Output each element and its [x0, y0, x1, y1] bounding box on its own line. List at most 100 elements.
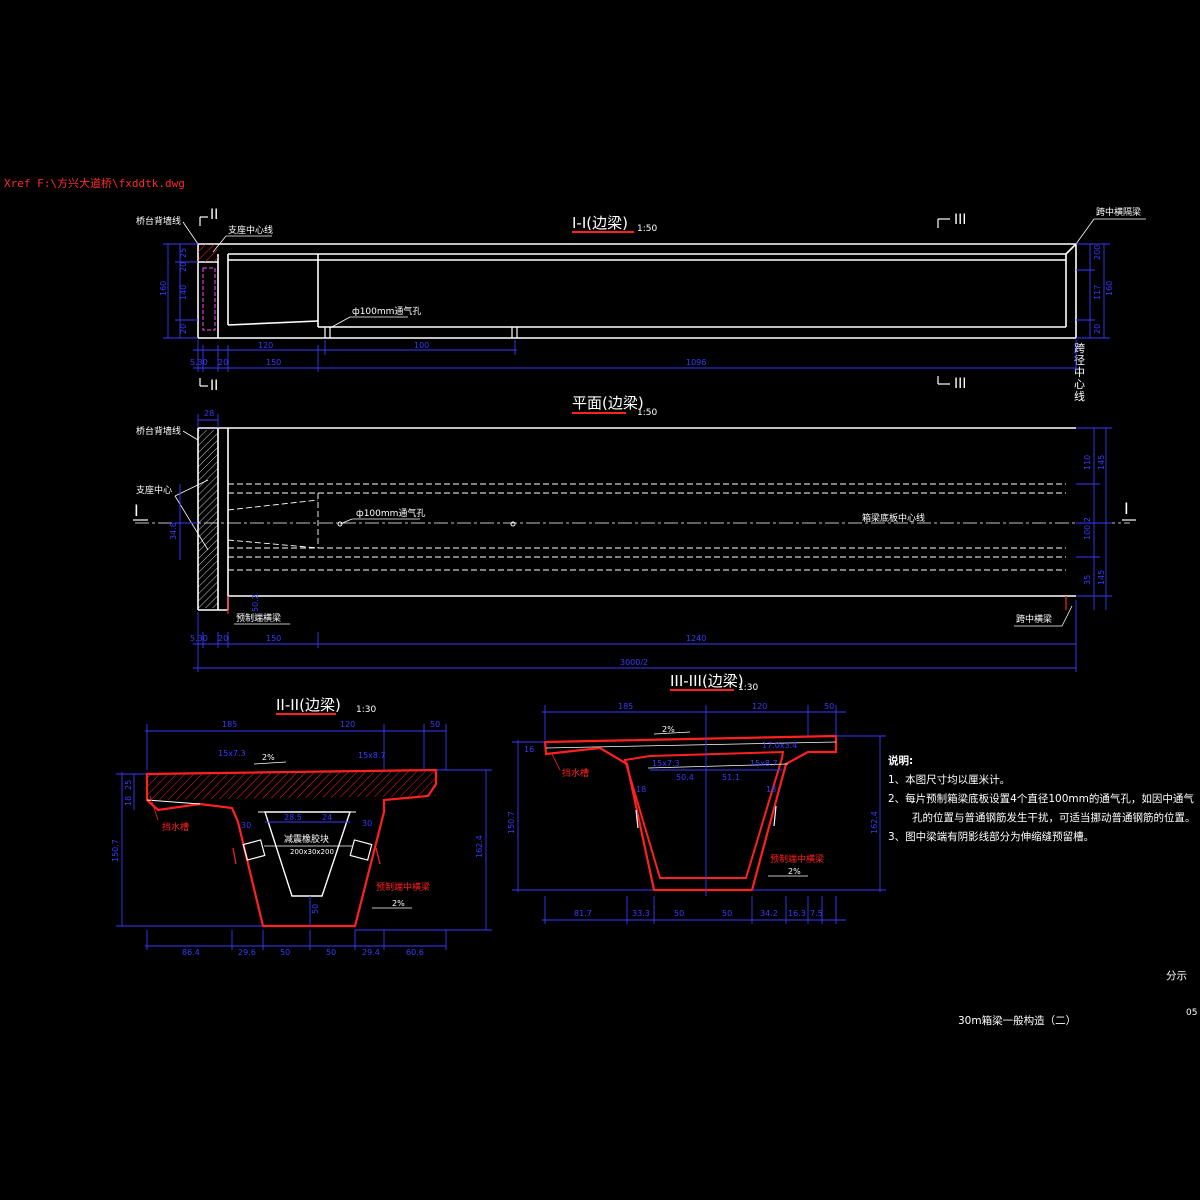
titleblock-sheet-no: 05 — [1186, 1008, 1198, 1018]
svg-text:15x7.3: 15x7.3 — [218, 749, 246, 758]
notes-line-3: 3、图中梁端有阴影线部分为伸缩缝预留槽。 — [888, 831, 1095, 843]
svg-text:50: 50 — [430, 720, 440, 729]
label-midspan-diaphragm: 跨中横隔梁 — [1096, 206, 1141, 218]
svg-text:50: 50 — [722, 909, 732, 918]
label-vent-hole: ф100mm通气孔 — [352, 305, 421, 317]
section-mark-iii-bottom: III — [954, 376, 966, 392]
section-iii-iii: III-III(边梁) 1:30 — [507, 672, 886, 924]
svg-text:20: 20 — [218, 358, 228, 367]
svg-text:140: 140 — [179, 285, 188, 300]
plan-dims: 28 5.30 20 150 1240 3000/2 110 145 100.2… — [169, 409, 1106, 667]
section-i-scale: 1:50 — [637, 224, 657, 234]
section-iii-scale: 1:30 — [738, 683, 758, 693]
svg-text:162.4: 162.4 — [870, 811, 879, 834]
svg-text:心: 心 — [1074, 378, 1085, 391]
label-abutment-wall: 桥台背墙线 — [136, 215, 181, 227]
section-iii-slope-bottom: 2% — [788, 867, 801, 876]
svg-text:20: 20 — [218, 634, 228, 643]
svg-text:86.4: 86.4 — [182, 948, 200, 957]
section-iii-label-drain: 挡水槽 — [562, 767, 589, 779]
svg-text:100: 100 — [414, 341, 429, 350]
svg-text:50: 50 — [674, 909, 684, 918]
svg-text:50: 50 — [824, 702, 834, 711]
plan-label-bottom-center: 箱梁底板中心线 — [862, 512, 925, 524]
xref-path: Xref F:\方兴大道桥\fxddtk.dwg — [4, 177, 185, 190]
svg-text:18: 18 — [636, 785, 646, 794]
svg-text:50.2: 50.2 — [251, 594, 260, 612]
svg-text:34.8: 34.8 — [169, 522, 178, 540]
svg-text:3000/2: 3000/2 — [620, 658, 648, 667]
section-i-title: I-I(边梁) — [572, 214, 628, 232]
plan-label-precast-end: 预制端横梁 — [236, 612, 281, 624]
svg-text:25: 25 — [179, 248, 188, 258]
svg-text:20: 20 — [179, 262, 188, 272]
svg-text:160: 160 — [1105, 281, 1114, 296]
plan-mark-i-left: I — [134, 501, 139, 520]
label-span-centerline: 跨 径 中 心 线 — [1074, 342, 1085, 403]
notes-line-2: 2、每片预制箱梁底板设置4个直径100mm的通气孔，如因中通气 — [888, 793, 1194, 805]
section-ii-ii: II-II(边梁) 1:30 — [111, 696, 492, 957]
notes-line-2b: 孔的位置与普通钢筋发生干扰，可适当挪动普通钢筋的位置。 — [912, 812, 1196, 824]
svg-text:16.3: 16.3 — [788, 909, 806, 918]
svg-text:中: 中 — [1074, 366, 1085, 379]
svg-text:18: 18 — [766, 785, 776, 794]
svg-text:185: 185 — [618, 702, 633, 711]
svg-text:29.4: 29.4 — [362, 948, 380, 957]
svg-text:5.30: 5.30 — [190, 358, 208, 367]
section-ii-slope: 2% — [262, 753, 275, 762]
svg-text:20: 20 — [179, 324, 188, 334]
svg-text:径: 径 — [1074, 354, 1085, 367]
plan-title: 平面(边梁) — [572, 394, 644, 412]
plan-mark-i-right: I — [1124, 499, 1129, 518]
svg-text:跨: 跨 — [1074, 342, 1085, 355]
section-iii-slope: 2% — [662, 725, 675, 734]
section-mark-iii-top: III — [954, 212, 966, 228]
svg-text:5.30: 5.30 — [190, 634, 208, 643]
titleblock-drawing-title: 30m箱梁一般构造（二） — [958, 1015, 1077, 1027]
svg-text:50: 50 — [280, 948, 290, 957]
svg-text:35: 35 — [1083, 575, 1092, 585]
titleblock-scale-label: 分示 — [1166, 970, 1187, 982]
svg-text:145: 145 — [1097, 455, 1106, 470]
svg-text:81.7: 81.7 — [574, 909, 592, 918]
svg-text:50: 50 — [311, 904, 320, 914]
notes-block: 说明: 1、本图尺寸均以厘米计。 2、每片预制箱梁底板设置4个直径100mm的通… — [888, 752, 1196, 847]
section-ii-title: II-II(边梁) — [276, 696, 341, 714]
svg-text:150.7: 150.7 — [507, 811, 516, 834]
section-ii-dims: 185 120 50 86.4 29.6 50 50 29.4 60.6 28.… — [111, 720, 484, 957]
svg-text:50.4: 50.4 — [676, 773, 694, 782]
svg-text:160: 160 — [159, 281, 168, 296]
svg-text:34.2: 34.2 — [760, 909, 778, 918]
svg-text:117: 117 — [1093, 285, 1102, 300]
plan-label-support: 支座中心 — [136, 484, 172, 496]
svg-text:24: 24 — [322, 813, 332, 822]
svg-text:50: 50 — [326, 948, 336, 957]
section-ii-scale: 1:30 — [356, 705, 376, 715]
section-iii-label-diaphragm: 预制端中横梁 — [770, 853, 824, 865]
svg-text:120: 120 — [258, 341, 273, 350]
svg-text:150: 150 — [266, 634, 281, 643]
svg-text:18: 18 — [124, 796, 133, 806]
section-ii-label-drain: 挡水槽 — [162, 821, 189, 833]
svg-text:185: 185 — [222, 720, 237, 729]
svg-text:200: 200 — [1093, 245, 1102, 260]
svg-text:28.5: 28.5 — [284, 813, 302, 822]
svg-text:7.5: 7.5 — [810, 909, 823, 918]
plan-scale: 1:50 — [637, 408, 657, 418]
svg-text:30: 30 — [241, 821, 251, 830]
section-ii-slope-bottom: 2% — [392, 899, 405, 908]
plan-label-abutment: 桥台背墙线 — [136, 425, 181, 437]
svg-text:线: 线 — [1074, 389, 1085, 403]
section-iii-dims: 185 120 50 81.7 33.3 50 50 34.2 16.3 7.5… — [507, 702, 879, 918]
svg-text:17.0x3.4: 17.0x3.4 — [762, 741, 797, 750]
plan-label-midspan: 跨中横梁 — [1016, 613, 1052, 625]
section-i-dims: 120 100 5.30 20 150 1096 25 20 140 20 16… — [159, 245, 1114, 367]
svg-text:120: 120 — [340, 720, 355, 729]
section-mark-ii-bottom: II — [210, 378, 218, 394]
svg-text:1240: 1240 — [686, 634, 706, 643]
svg-text:145: 145 — [1097, 570, 1106, 585]
svg-text:1096: 1096 — [686, 358, 706, 367]
section-ii-label-diaphragm: 预制端中横梁 — [376, 881, 430, 893]
svg-text:150.7: 150.7 — [111, 839, 120, 862]
